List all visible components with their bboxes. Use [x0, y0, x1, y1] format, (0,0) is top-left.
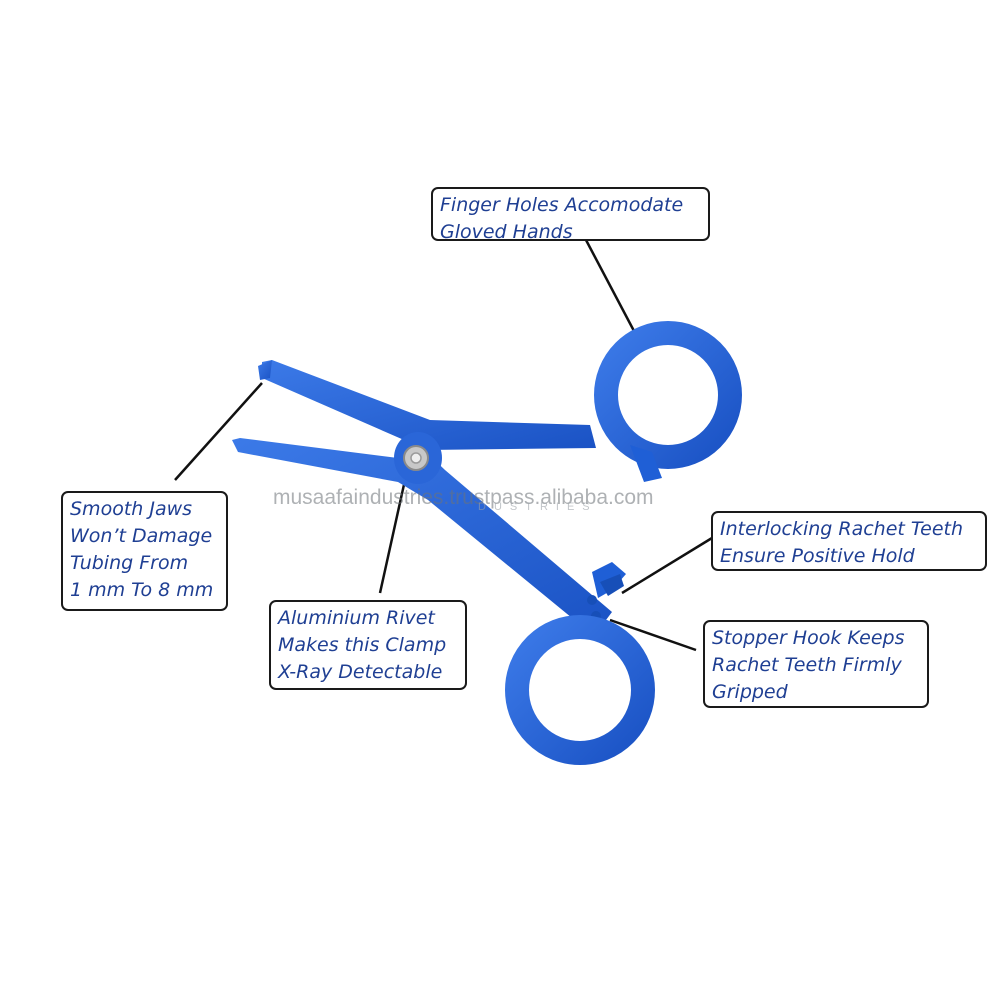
callout-line: Smooth Jaws	[70, 498, 193, 520]
lower-finger-ring	[505, 615, 655, 765]
clamp-upper-arm	[258, 360, 596, 450]
watermark-subtext: DUSTRIES	[478, 501, 598, 513]
callout-finger-holes: Finger Holes Accomodate Gloved Hands	[431, 187, 710, 243]
aluminium-rivet	[403, 445, 429, 471]
callout-line: Finger Holes Accomodate	[440, 194, 684, 216]
watermark-text: musaafaindustries.trustpass.alibaba.com	[273, 486, 654, 509]
callout-line: 1 mm To 8 mm	[70, 579, 214, 601]
callout-line: X-Ray Detectable	[278, 661, 443, 683]
callout-line: Aluminium Rivet	[278, 607, 435, 629]
callout-rivet: Aluminium Rivet Makes this Clamp X-Ray D…	[269, 600, 467, 690]
callout-smooth-jaws: Smooth Jaws Won’t Damage Tubing From 1 m…	[61, 491, 228, 611]
leader-line-rivet	[378, 479, 407, 594]
upper-finger-ring	[594, 321, 742, 482]
callout-ratchet: Interlocking Rachet Teeth Ensure Positiv…	[711, 511, 987, 571]
leader-line-stopper	[609, 618, 697, 652]
callout-line: Gloved Hands	[440, 221, 573, 243]
leader-line-smooth-jaws	[174, 382, 263, 481]
callout-line: Rachet Teeth Firmly	[712, 654, 902, 676]
callout-line: Makes this Clamp	[278, 634, 447, 656]
ratchet-teeth	[592, 562, 626, 598]
callout-line: Gripped	[712, 681, 788, 703]
leader-line-ratchet	[621, 536, 713, 595]
leader-line-finger-holes	[584, 239, 636, 332]
callout-line: Stopper Hook Keeps	[712, 627, 905, 649]
callout-stopper: Stopper Hook Keeps Rachet Teeth Firmly G…	[703, 620, 929, 708]
callout-line: Interlocking Rachet Teeth	[720, 518, 964, 540]
callout-line: Ensure Positive Hold	[720, 545, 915, 567]
callout-line: Tubing From	[70, 552, 189, 574]
callout-line: Won’t Damage	[70, 525, 213, 547]
